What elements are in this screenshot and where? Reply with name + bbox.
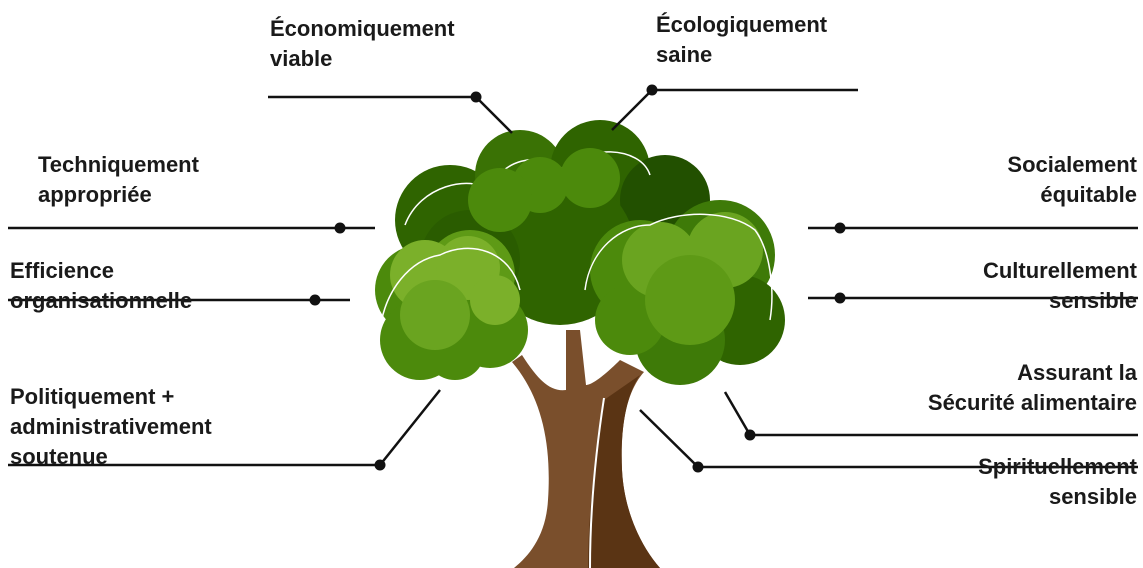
label-line: sensible xyxy=(1048,484,1137,509)
label-line: Efficience xyxy=(10,258,114,283)
tree-trunk xyxy=(512,330,660,568)
connector-dots xyxy=(309,84,846,473)
label-line: Culturellement xyxy=(982,258,1137,283)
label-line: soutenue xyxy=(10,444,108,469)
label-economiquement-viable: Économiquement viable xyxy=(270,14,455,74)
canopy-right xyxy=(584,200,785,385)
label-line: Spirituellement xyxy=(978,454,1137,479)
label-line: viable xyxy=(270,46,333,71)
label-assurant-securite-alimentaire: Assurant la Sécurité alimentaire xyxy=(928,358,1137,418)
label-line: Écologiquement xyxy=(656,12,828,37)
label-efficience-organisationnelle: Efficience organisationnelle xyxy=(10,256,192,316)
canopy-left xyxy=(375,230,528,380)
label-line: Socialement xyxy=(1007,152,1137,177)
label-line: appropriée xyxy=(38,182,152,207)
label-line: Économiquement xyxy=(270,16,455,41)
label-line: saine xyxy=(656,42,713,67)
label-line: Assurant la xyxy=(1017,360,1137,385)
label-line: organisationnelle xyxy=(10,288,193,313)
label-line: Techniquement xyxy=(38,152,199,177)
label-line: Sécurité alimentaire xyxy=(927,390,1137,415)
label-socialement-equitable: Socialement équitable xyxy=(1007,150,1137,210)
label-line: Politiquement + xyxy=(10,384,175,409)
label-spirituellement-sensible: Spirituellement sensible xyxy=(978,452,1137,512)
label-culturellement-sensible: Culturellement sensible xyxy=(983,256,1137,316)
label-politiquement-soutenue: Politiquement + administrativement soute… xyxy=(10,382,212,472)
label-line: équitable xyxy=(1040,182,1137,207)
label-techniquement-appropriee: Techniquement appropriée xyxy=(38,150,199,210)
label-line: sensible xyxy=(1048,288,1137,313)
label-ecologiquement-saine: Écologiquement saine xyxy=(656,10,827,70)
label-line: administrativement xyxy=(10,414,212,439)
